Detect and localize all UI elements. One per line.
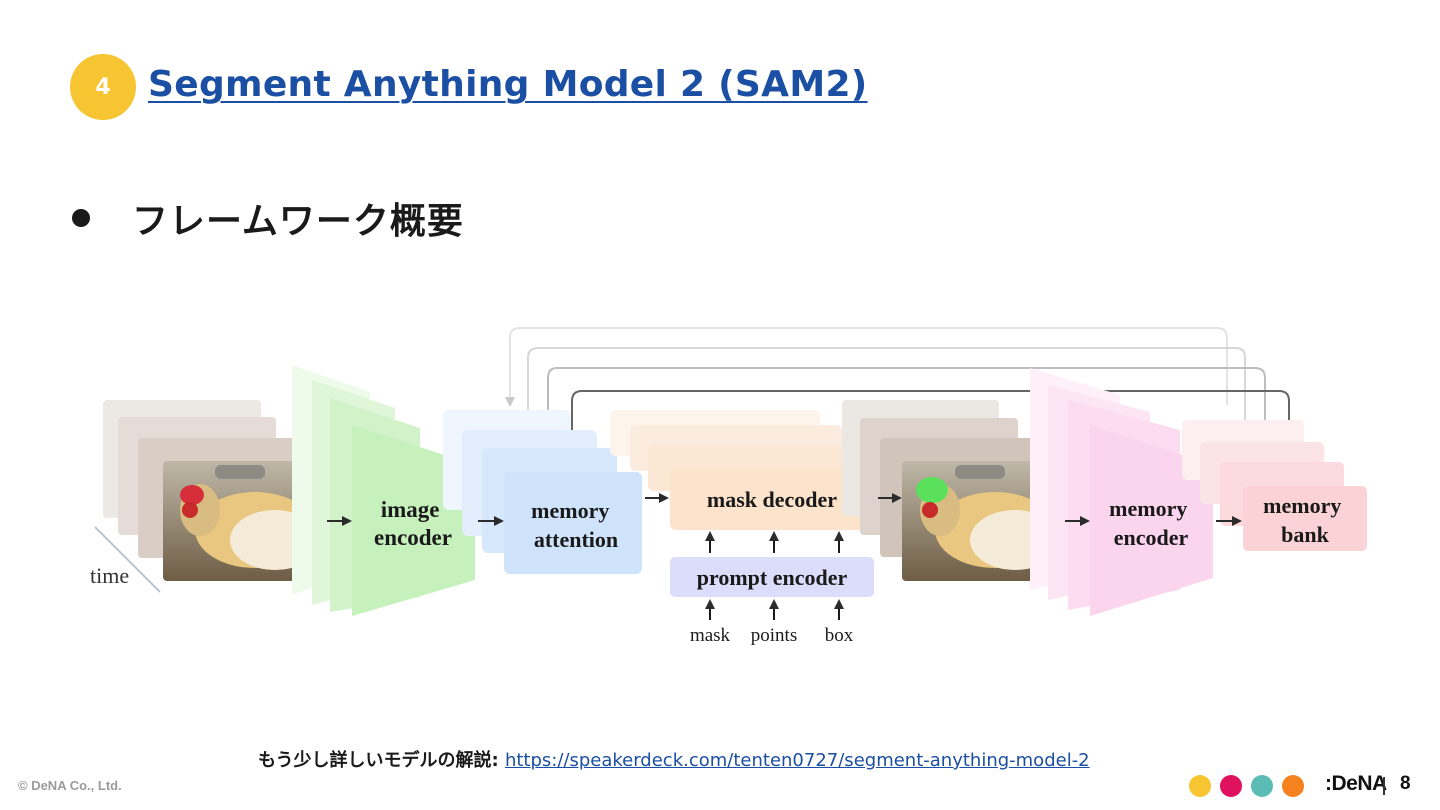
svg-text:image encoder: image encoder (374, 497, 452, 550)
svg-text:memory bank: memory bank (1263, 493, 1347, 547)
svg-text:memory attention: memory attention (531, 498, 618, 552)
bullet-text: フレームワーク概要 (132, 201, 464, 242)
memory-bank-label-line1: memory (1263, 493, 1341, 518)
page-number: 8 (1400, 773, 1411, 794)
memory-bank-label-line2: bank (1281, 522, 1329, 547)
prompt-input-points: points (751, 625, 797, 646)
brand-dot-yellow (1189, 775, 1211, 797)
brand-dot-teal (1251, 775, 1273, 797)
further-reading-note: もう少し詳しいモデルの解説: https://speakerdeck.com/t… (258, 746, 1090, 772)
memory-feedback-loops (505, 327, 1290, 469)
memory-attention-label-line2: attention (534, 527, 618, 552)
bullet-icon (72, 209, 90, 227)
copyright-text: © DeNA Co., Ltd. (18, 778, 122, 793)
prompt-encoder-block: prompt encoder (670, 557, 874, 597)
mask-decoder-block: mask decoder (610, 410, 876, 530)
dena-logo: :DeNA (1325, 772, 1387, 795)
time-label: time (90, 563, 129, 588)
memory-attention-block: memory attention (443, 410, 642, 574)
brand-dot-orange (1282, 775, 1304, 797)
memory-bank-block: memory bank (1182, 420, 1367, 551)
image-encoder-block: image encoder (292, 365, 475, 616)
flow-arrows (327, 493, 1242, 526)
prompt-encoder-label: prompt encoder (697, 565, 848, 590)
brand-dots (1189, 775, 1304, 797)
svg-text:memory encoder: memory encoder (1109, 496, 1193, 550)
brand-dot-magenta (1220, 775, 1242, 797)
time-arrow (94, 526, 161, 593)
footer-separator (1383, 777, 1385, 795)
memory-encoder-block: memory encoder (1030, 368, 1213, 616)
memory-attention-label-line1: memory (531, 498, 609, 523)
mask-decoder-label: mask decoder (707, 487, 837, 512)
image-encoder-label-line1: image (381, 497, 440, 522)
memory-encoder-label-line1: memory (1109, 496, 1187, 521)
prompt-input-mask: mask (690, 625, 731, 646)
image-encoder-label-line2: encoder (374, 525, 452, 550)
prompt-input-box: box (825, 625, 854, 646)
masked-rooster-frame-image (902, 461, 1062, 581)
input-video-frames (103, 400, 324, 581)
prompt-inputs: mask points box (690, 531, 854, 646)
slide-title-link[interactable]: Segment Anything Model 2 (SAM2) (148, 64, 868, 105)
section-number-badge: 4 (70, 54, 136, 120)
output-masked-frames (842, 400, 1062, 581)
further-reading-link[interactable]: https://speakerdeck.com/tenten0727/segme… (504, 750, 1090, 771)
further-reading-prefix: もう少し詳しいモデルの解説: (258, 750, 505, 771)
memory-encoder-label-line2: encoder (1114, 525, 1189, 550)
